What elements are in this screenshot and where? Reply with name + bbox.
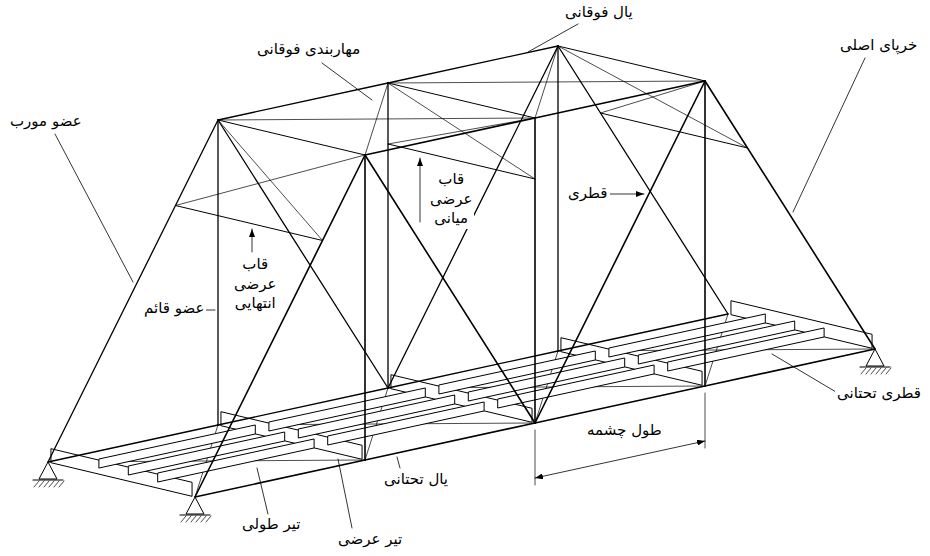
support-hatch — [34, 481, 39, 487]
vertical-member — [387, 83, 388, 388]
part-label: یال تحتانی — [382, 470, 450, 490]
support-hatch — [54, 481, 59, 487]
stringer-beam — [609, 314, 765, 357]
vertical-member — [217, 120, 218, 425]
support-hatch — [191, 516, 196, 522]
leader-line — [55, 134, 133, 282]
part-label: تیر طولی — [240, 515, 303, 535]
support-hatch — [201, 516, 206, 522]
support-hatch — [861, 368, 866, 374]
support-hatch — [186, 516, 191, 522]
cross-frame-brace — [388, 118, 535, 144]
part-label: عضو مورب — [8, 112, 84, 132]
leader-line — [397, 457, 400, 468]
vertical-member — [557, 46, 558, 351]
leader-line — [257, 468, 268, 514]
support-hatch — [871, 368, 876, 374]
support-symbol — [39, 462, 57, 479]
leader-arrow — [420, 158, 421, 222]
top-chord — [218, 83, 388, 120]
support-hatch — [44, 481, 49, 487]
part-label: قاب عرضی انتهایی — [232, 255, 278, 314]
top-bracing — [388, 81, 705, 83]
part-label: طول چشمه — [585, 421, 664, 441]
support-hatch — [886, 368, 891, 374]
stringer-beam — [269, 388, 425, 431]
vertical-member — [364, 155, 366, 460]
support-hatch — [881, 368, 886, 374]
support-hatch — [196, 516, 201, 522]
bottom-chord — [388, 351, 558, 388]
top-chord — [365, 118, 535, 155]
support-base — [860, 366, 890, 367]
support-symbol — [186, 497, 204, 514]
leader-line — [338, 459, 352, 528]
support-hatch — [49, 481, 54, 487]
bottom-chord — [48, 425, 218, 462]
top-strut — [558, 46, 705, 81]
leader-line — [772, 354, 836, 392]
top-bracing — [218, 118, 535, 120]
top-strut — [388, 83, 535, 118]
leader-line — [793, 58, 865, 212]
part-label: خرپای اصلی — [838, 36, 919, 56]
vertical-member — [534, 118, 536, 423]
cross-frame-brace — [388, 83, 535, 179]
portal-brace — [218, 120, 323, 241]
part-label: تیر عرضی — [336, 530, 404, 550]
dimension-line — [535, 441, 705, 478]
part-label: قاب عرضی میانی — [428, 170, 474, 229]
bottom-chord — [705, 349, 875, 386]
top-strut — [218, 120, 365, 155]
diagonal-member — [365, 155, 535, 423]
leader-arrow — [252, 229, 253, 252]
extension-line — [535, 430, 536, 485]
part-label: قطری تحتانی — [835, 384, 923, 404]
part-label: عضو قائم — [142, 299, 206, 319]
portal-brace — [558, 46, 748, 148]
vertical-member — [704, 81, 706, 386]
leader-line — [528, 24, 578, 52]
portal-strut — [176, 206, 323, 241]
part-label: مهاربندی فوقانی — [255, 40, 362, 60]
support-base — [33, 479, 63, 480]
end-post — [705, 81, 875, 349]
bottom-chord — [365, 423, 535, 460]
support-base — [180, 514, 210, 515]
top-chord — [388, 46, 558, 83]
support-symbol — [866, 349, 884, 366]
bottom-chord — [218, 388, 388, 425]
bottom-chord — [535, 386, 705, 423]
top-chord — [535, 81, 705, 118]
support-hatch — [866, 368, 871, 374]
end-post — [48, 120, 218, 462]
part-label: یال فوقانی — [563, 3, 635, 23]
support-hatch — [39, 481, 44, 487]
extension-line — [705, 393, 706, 448]
leader-arrow — [606, 194, 644, 195]
truss-drawing — [33, 24, 891, 528]
stringer-beam — [439, 351, 595, 394]
support-hatch — [181, 516, 186, 522]
diagonal-member — [535, 81, 705, 423]
diagonal-member — [388, 46, 558, 388]
part-label: قطری — [566, 184, 610, 204]
bottom-chord — [558, 314, 728, 351]
support-hatch — [59, 481, 64, 487]
end-post — [195, 155, 365, 497]
stringer-beam — [99, 425, 255, 468]
support-hatch — [876, 368, 881, 374]
leader-line — [322, 63, 372, 100]
support-hatch — [206, 516, 211, 522]
